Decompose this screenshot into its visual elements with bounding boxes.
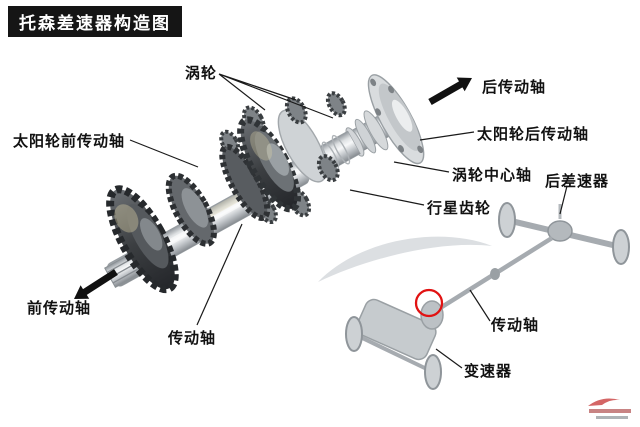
mini-drivetrain-illustration [318, 202, 630, 390]
label-sun-wheel-rear-shaft: 太阳轮后传动轴 [477, 125, 590, 143]
transmission-group [345, 298, 444, 390]
label-worm-wheel: 涡轮 [185, 64, 218, 82]
rear-direction-arrow [428, 77, 472, 105]
label-sun-wheel-front-shaft: 太阳轮前传动轴 [13, 132, 126, 150]
leader-lines [129, 73, 568, 369]
label-front-drive-shaft: 前传动轴 [27, 299, 92, 317]
label-rear-drive-shaft: 后传动轴 [482, 78, 547, 96]
output-flange [340, 74, 425, 165]
rear-differential-housing [547, 220, 573, 242]
red-circle-annotation [414, 288, 444, 318]
watermark-logo [588, 398, 631, 419]
rear-right-wheel [612, 229, 630, 265]
label-rear-differential: 后差速器 [545, 172, 610, 190]
front-left-wheel [345, 316, 363, 352]
rear-axle-group [498, 202, 630, 265]
gear-cluster [219, 91, 347, 225]
torsen-differential-illustration [104, 74, 425, 294]
rear-left-wheel [498, 202, 516, 238]
front-direction-arrow [74, 269, 118, 299]
label-drive-shaft-mini: 传动轴 [491, 316, 540, 334]
swoosh-shape [318, 236, 492, 282]
front-right-wheel [424, 354, 442, 390]
label-planet-gear: 行星齿轮 [427, 199, 492, 217]
label-transmission: 变速器 [464, 362, 513, 380]
diagram-title: 托森差速器构造图 [8, 6, 182, 37]
label-worm-center-shaft: 涡轮中心轴 [452, 166, 533, 184]
label-drive-shaft-main: 传动轴 [168, 329, 217, 347]
